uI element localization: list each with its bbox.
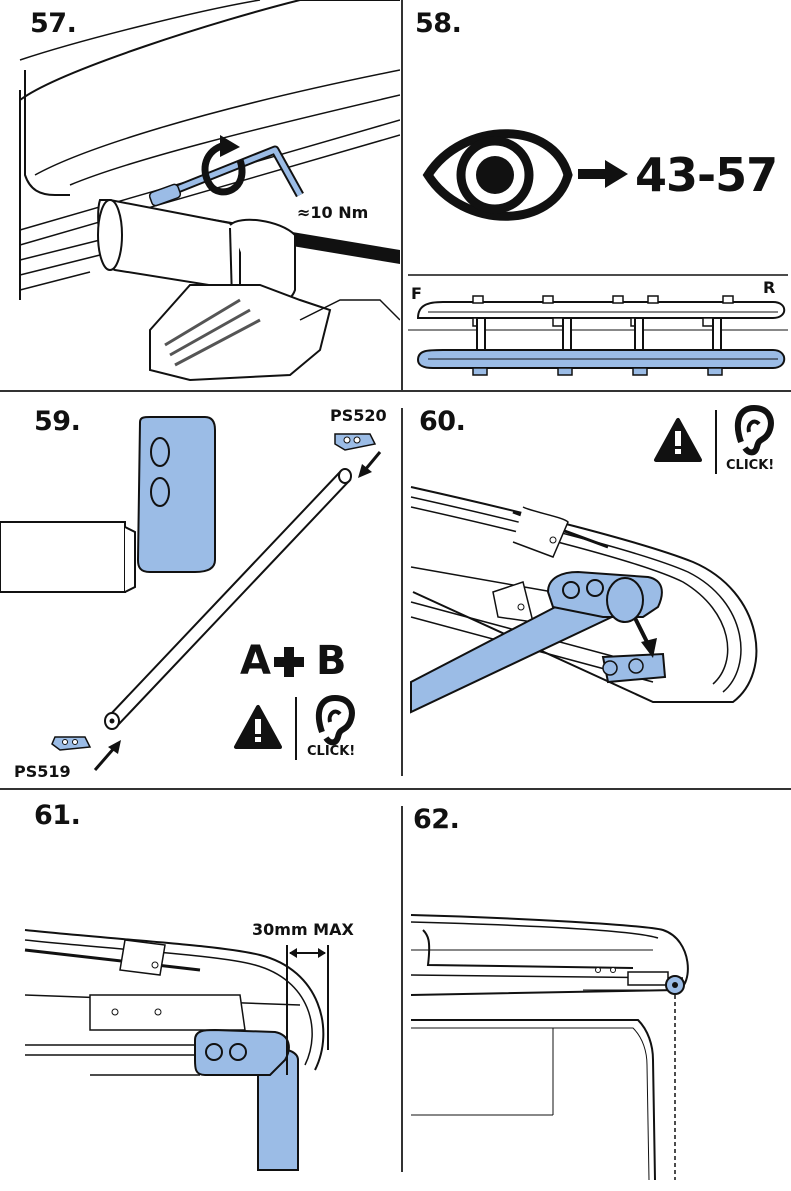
- step-number: 62.: [413, 804, 460, 835]
- step-60-illustration: [410, 404, 774, 714]
- click-label: CLICK!: [726, 458, 775, 473]
- ear-icon: [734, 404, 774, 456]
- plus-icon: [274, 647, 304, 677]
- click-label: CLICK!: [307, 744, 356, 759]
- step-57-illustration: [19, 0, 400, 382]
- ear-icon: [315, 694, 355, 746]
- combine-b: B: [316, 638, 347, 684]
- step-58-panel: 58.: [403, 0, 791, 390]
- step-number: 60.: [419, 406, 466, 437]
- warning-icon: [654, 418, 702, 462]
- range-label: 43-57: [635, 148, 778, 202]
- front-label: F: [411, 284, 422, 303]
- step-59-panel: 59.: [0, 392, 400, 788]
- hex-key-icon: [148, 145, 304, 207]
- rear-label: R: [763, 278, 776, 297]
- torque-label: ≈10 Nm: [297, 203, 369, 222]
- divider-col-row2: [401, 408, 403, 776]
- arrow-right-icon: [578, 160, 628, 188]
- step-61-illustration: [24, 929, 329, 1171]
- arrow-down-icon: [633, 617, 657, 658]
- rotate-arrow-icon: [201, 135, 246, 196]
- step-62-panel: 62.: [403, 790, 791, 1191]
- step-62-illustration: [410, 914, 689, 1181]
- max-gap-label: 30mm MAX: [252, 920, 354, 939]
- divider-row1: [0, 390, 791, 392]
- step-60-panel: 60.: [403, 392, 791, 788]
- part-ps520: PS520: [330, 406, 387, 425]
- step-58-illustration: [408, 129, 788, 376]
- step-57-panel: 57. ≈10 Nm: [0, 0, 400, 390]
- step-number: 59.: [34, 406, 81, 437]
- warning-icon: [234, 705, 282, 749]
- step-number: 58.: [415, 8, 462, 39]
- step-number: 61.: [34, 800, 81, 831]
- arrow-down-icon: [358, 451, 382, 478]
- step-59-illustration: [0, 416, 382, 771]
- step-number: 57.: [30, 8, 77, 39]
- eye-icon: [422, 129, 573, 221]
- divider-col-row1: [401, 0, 403, 390]
- divider-row2: [0, 788, 791, 790]
- combine-a: A: [240, 638, 271, 684]
- part-ps519: PS519: [14, 762, 71, 781]
- step-61-panel: 61. 30mm MAX: [0, 790, 400, 1191]
- arrow-up-icon: [93, 740, 121, 771]
- divider-col-row3: [401, 806, 403, 1172]
